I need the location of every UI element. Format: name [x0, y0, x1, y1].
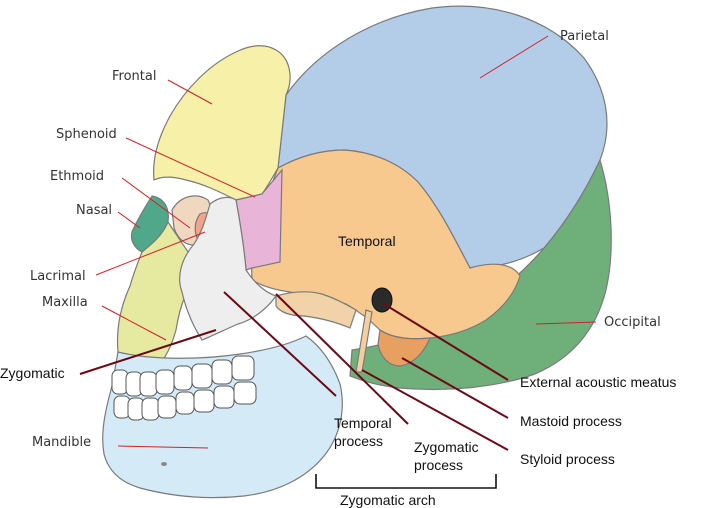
- leader-temporal-process: [223, 291, 337, 397]
- label-sphenoid: Sphenoid: [56, 127, 117, 142]
- leader-lacrimal: [95, 231, 206, 276]
- mastoid-process-shape: [377, 328, 431, 367]
- mental-foramen: [161, 462, 167, 466]
- label-lacrimal: Lacrimal: [30, 269, 86, 284]
- label-frontal: Frontal: [112, 69, 156, 84]
- label-styloid-process: Styloid process: [520, 451, 615, 467]
- leader-ethmoid: [121, 177, 191, 229]
- label-external-acoustic-meatus: External acoustic meatus: [520, 374, 676, 390]
- leader-sphenoid: [125, 137, 256, 198]
- label-zygomatic: Zygomatic: [0, 365, 65, 381]
- leader-zygomatic-process: [275, 293, 409, 425]
- label-zygomatic-process-line1: Zygomatic: [414, 439, 479, 455]
- labels: Parietal Frontal Sphenoid Ethmoid Nasal …: [0, 29, 676, 508]
- leader-frontal: [167, 79, 213, 105]
- zygomatic-bone: [179, 196, 277, 341]
- label-temporal-process-line2: process: [334, 433, 383, 449]
- label-maxilla: Maxilla: [42, 295, 88, 310]
- frontal-bone: [153, 45, 291, 201]
- skull-bones: [102, 5, 612, 499]
- leader-parietal: [479, 35, 549, 79]
- occipital-bone: [349, 158, 612, 391]
- external-acoustic-meatus-shape: [371, 287, 393, 313]
- leader-maxilla: [101, 305, 167, 341]
- label-occipital: Occipital: [604, 315, 661, 330]
- label-nasal: Nasal: [76, 203, 112, 218]
- leader-zygomatic: [79, 329, 217, 375]
- leader-nasal: [117, 211, 141, 229]
- label-temporal: Temporal: [338, 233, 396, 249]
- temporal-bone: [249, 149, 521, 340]
- leader-mandible: [117, 445, 209, 449]
- label-ethmoid: Ethmoid: [50, 169, 104, 184]
- leader-external-acoustic-meatus: [383, 303, 509, 381]
- label-mandible: Mandible: [32, 435, 91, 450]
- lower-teeth: [113, 381, 257, 421]
- leader-styloid-process: [361, 369, 509, 451]
- styloid-process-shape: [355, 309, 373, 373]
- upper-teeth: [111, 355, 255, 397]
- label-mastoid-process: Mastoid process: [520, 413, 622, 429]
- leader-lines: [79, 35, 597, 489]
- label-zygomatic-arch: Zygomatic arch: [340, 492, 436, 508]
- label-zygomatic-process-line2: process: [414, 457, 463, 473]
- leader-mastoid-process: [401, 357, 509, 419]
- label-temporal-process-line1: Temporal: [334, 415, 392, 431]
- zygomatic-arch-bracket: [315, 474, 497, 489]
- label-parietal: Parietal: [560, 29, 609, 44]
- zygomatic-arch-shape: [275, 291, 357, 329]
- leader-occipital: [535, 321, 597, 325]
